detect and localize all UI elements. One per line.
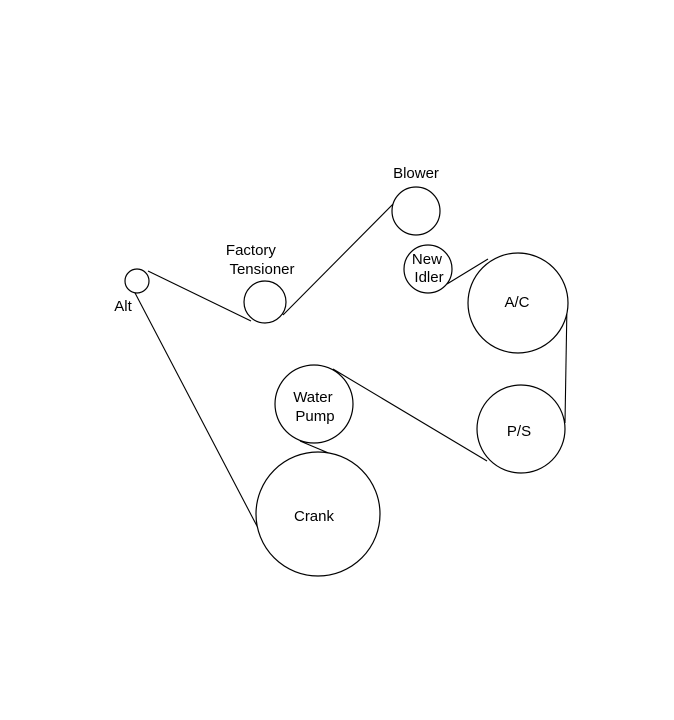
crank-label: Crank [294, 508, 335, 525]
ac-label: A/C [504, 294, 529, 311]
crank-pulley [255, 451, 381, 577]
belt-ps-to-water-pump [332, 368, 488, 462]
belt-alt-to-tensioner [147, 270, 252, 322]
water-pump-pulley [274, 364, 354, 444]
ps-pulley [476, 384, 566, 474]
alt-pulley [124, 268, 150, 294]
blower-pulley [391, 186, 441, 236]
new-idler-label: New Idler [412, 251, 446, 286]
belt [133, 194, 568, 529]
new-idler-pulley [403, 244, 453, 294]
factory-tensioner-pulley [243, 280, 287, 324]
belt-crank-to-alt [133, 290, 259, 529]
blower-label: Blower [393, 165, 439, 182]
belt-ac-to-ps [564, 302, 568, 424]
ac-pulley [467, 252, 569, 354]
factory-tensioner-label: Factory Tensioner [226, 242, 295, 278]
belt-idler-to-ac [446, 258, 489, 285]
alt-label: Alt [114, 298, 132, 315]
water-pump-label: Water Pump [293, 389, 337, 425]
belt-tensioner-to-blower [282, 194, 403, 316]
ps-label: P/S [507, 423, 531, 440]
